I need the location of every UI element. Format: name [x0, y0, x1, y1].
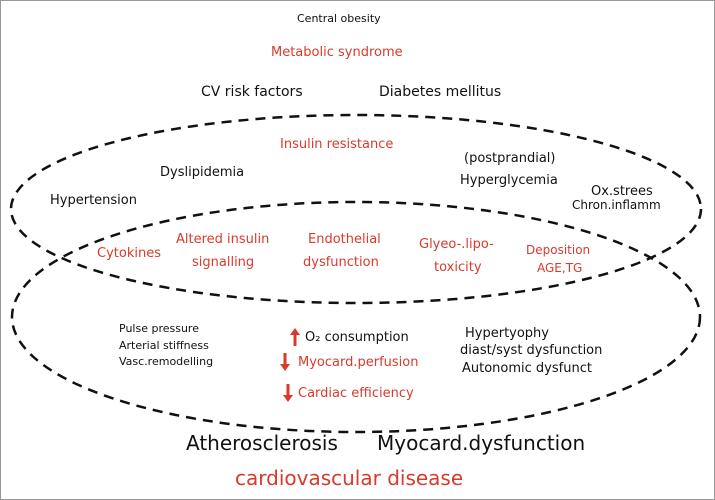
endothelial-label: Endothelial	[308, 232, 381, 247]
upper-ellipse	[9, 113, 703, 305]
pulse-pressure-label: Pulse pressure	[119, 322, 199, 335]
chron-inflamm-label: Chron.inflamm	[572, 198, 661, 212]
hypertension-label: Hypertension	[50, 193, 137, 208]
arrow-down-icon	[280, 353, 290, 371]
arterial-stiffness-label: Arterial stiffness	[119, 339, 209, 352]
endothelial-dysfunction-label: dysfunction	[303, 255, 379, 270]
glyco-lipo-label: Glyeo-.lipo-	[419, 237, 494, 252]
age-tg-label: AGE,TG	[537, 261, 583, 275]
dyslipidemia-label: Dyslipidemia	[160, 165, 245, 180]
metabolic-syndrome-label: Metabolic syndrome	[271, 45, 403, 60]
arrow-up-icon	[290, 328, 300, 346]
cytokines-label: Cytokines	[97, 246, 161, 261]
cardiovascular-disease-label: cardiovascular disease	[235, 466, 464, 490]
myocard-dysfunction-label: Myocard.dysfunction	[377, 431, 586, 455]
diabetes-mellitus-label: Diabetes mellitus	[379, 84, 502, 100]
postprandial-label: (postprandial)	[464, 151, 556, 166]
hyperglycemia-label: Hyperglycemia	[460, 173, 558, 188]
altered-insulin-label: Altered insulin	[176, 232, 270, 247]
ox-stress-label: Ox.strees	[591, 184, 653, 199]
central-obesity-label: Central obesity	[297, 12, 381, 25]
deposition-label: Deposition	[526, 243, 591, 257]
cardiac-efficiency-label: Cardiac efficiency	[298, 386, 414, 401]
diast-syst-dysfunction-label: diast/syst dysfunction	[460, 343, 603, 358]
insulin-resistance-label: Insulin resistance	[280, 137, 394, 152]
o2-consumption-label: O₂ consumption	[305, 330, 409, 345]
signalling-label: signalling	[192, 255, 255, 270]
arrow-down-icon	[283, 384, 293, 402]
hypertrophy-label: Hypertyophy	[465, 326, 549, 341]
atherosclerosis-label: Atherosclerosis	[186, 431, 338, 455]
myocard-perfusion-label: Myocard.perfusion	[298, 355, 419, 370]
autonomic-dysfunct-label: Autonomic dysfunct	[462, 361, 592, 376]
cv-risk-factors-label: CV risk factors	[201, 84, 303, 100]
vasc-remodelling-label: Vasc.remodelling	[119, 355, 214, 368]
lower-ellipse	[10, 200, 702, 434]
toxicity-label: toxicity	[434, 260, 482, 275]
